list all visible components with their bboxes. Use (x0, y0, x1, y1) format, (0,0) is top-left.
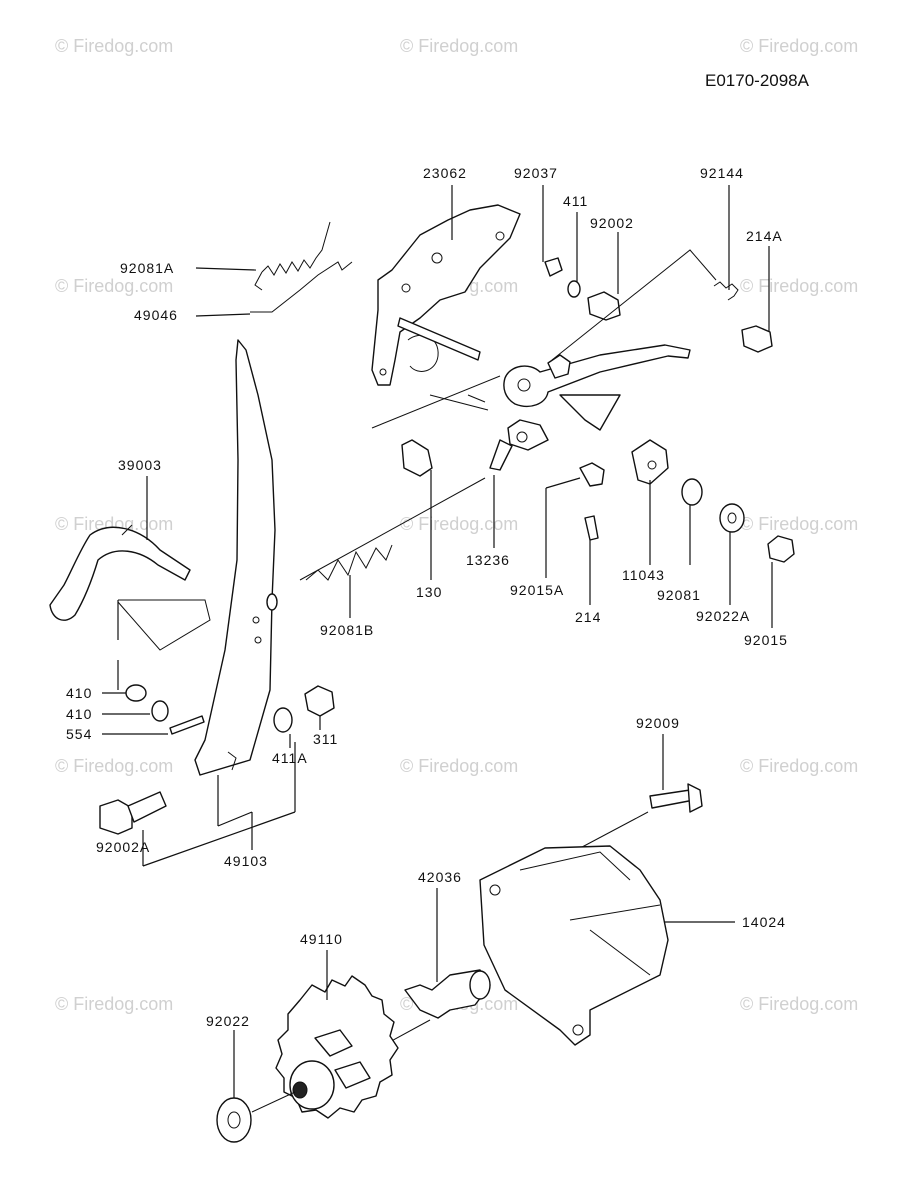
watermark: © Firedog.com (740, 514, 858, 534)
label-42036: 42036 (418, 869, 462, 885)
watermark: © Firedog.com (400, 36, 518, 56)
label-214: 214 (575, 609, 601, 625)
label-554: 554 (66, 726, 92, 742)
washer-410-b (151, 700, 169, 722)
nut-311 (304, 685, 335, 717)
watermark: © Firedog.com (55, 36, 173, 56)
label-49110: 49110 (300, 931, 343, 947)
watermark: © Firedog.com (55, 514, 173, 534)
label-92015A: 92015A (510, 582, 564, 598)
label-311: 311 (313, 731, 338, 747)
governor-plate (299, 204, 795, 581)
part-labels: 23062 92037 411 92002 92144 214A 92081A … (66, 165, 788, 1029)
watermark: © Firedog.com (740, 756, 858, 776)
label-92002: 92002 (590, 215, 634, 231)
watermark: © Firedog.com (55, 756, 173, 776)
label-92022A: 92022A (696, 608, 750, 624)
label-214A: 214A (746, 228, 783, 244)
label-13236: 13236 (466, 552, 510, 568)
watermark: © Firedog.com (740, 994, 858, 1014)
label-92002A: 92002A (96, 839, 150, 855)
diagram-reference: E0170-2098A (705, 71, 810, 90)
label-11043: 11043 (622, 567, 665, 583)
label-411: 411 (563, 193, 588, 209)
label-130: 130 (416, 584, 442, 600)
pin-554 (169, 715, 205, 735)
watermark: © Firedog.com (400, 514, 518, 534)
label-92009: 92009 (636, 715, 680, 731)
label-92015: 92015 (744, 632, 788, 648)
washer-411A (273, 707, 293, 733)
label-92081B: 92081B (320, 622, 374, 638)
throttle-lever (49, 524, 191, 621)
label-92037: 92037 (514, 165, 558, 181)
governor-lever (194, 339, 278, 776)
label-92081A: 92081A (120, 260, 174, 276)
washer-92022 (216, 1091, 296, 1143)
leader-lines (102, 185, 773, 1098)
label-410-a: 410 (66, 685, 92, 701)
watermark: © Firedog.com (55, 276, 173, 296)
watermark: © Firedog.com (740, 36, 858, 56)
watermark: © Firedog.com (400, 756, 518, 776)
washer-410-a (125, 684, 147, 702)
label-411A: 411A (272, 750, 308, 766)
label-23062: 23062 (423, 165, 467, 181)
label-39003: 39003 (118, 457, 162, 473)
label-92081: 92081 (657, 587, 701, 603)
watermark: © Firedog.com (740, 276, 858, 296)
bolt-92002A (99, 791, 167, 835)
label-92144: 92144 (700, 165, 744, 181)
label-49103: 49103 (224, 853, 268, 869)
label-410-b: 410 (66, 706, 92, 722)
label-92022: 92022 (206, 1013, 250, 1029)
governor-housing (479, 845, 669, 1046)
watermark: © Firedog.com (55, 994, 173, 1014)
shaft-holder-42036 (374, 969, 491, 1051)
bolt-92009 (519, 783, 703, 881)
label-49046: 49046 (134, 307, 178, 323)
spring-92081B (305, 544, 393, 581)
label-14024: 14024 (742, 914, 786, 930)
springs-upper-left (250, 221, 353, 313)
governor-gear (275, 975, 399, 1119)
